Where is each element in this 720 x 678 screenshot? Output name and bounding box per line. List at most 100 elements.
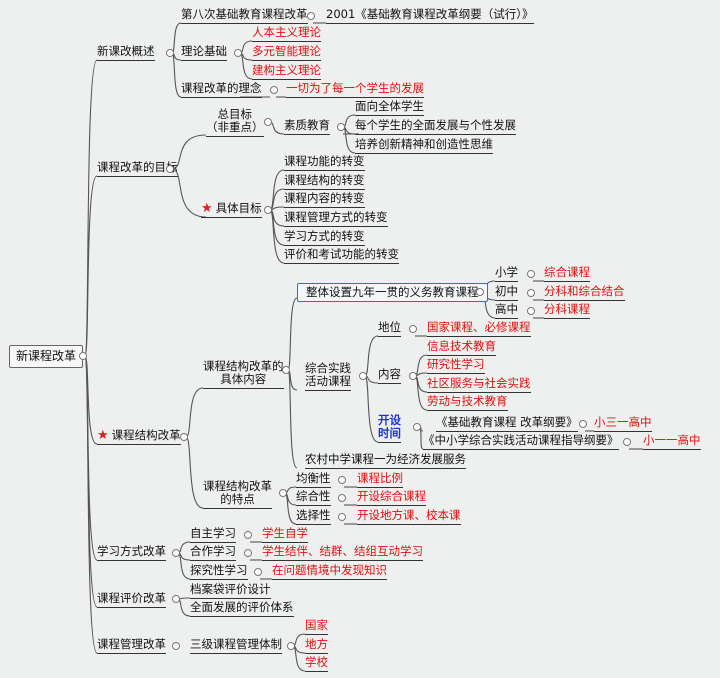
node-evaluation-system[interactable]: 全面发展的评价体系	[190, 601, 294, 617]
node-level-school[interactable]: 学校	[305, 656, 328, 672]
node-goals[interactable]: 课程改革的目标	[97, 161, 178, 177]
node-level-local[interactable]: 地方	[305, 638, 328, 654]
collapse-toggle[interactable]	[413, 423, 421, 431]
collapse-toggle[interactable]	[166, 49, 174, 57]
node-general-goal[interactable]: 总目标 （非重点）	[206, 108, 264, 139]
collapse-toggle[interactable]	[244, 549, 252, 557]
node-evaluation-reform[interactable]: 课程评价改革	[97, 592, 166, 608]
collapse-toggle[interactable]	[282, 366, 290, 374]
node-theory-basis[interactable]: 理论基础	[181, 45, 227, 61]
collapse-toggle[interactable]	[279, 489, 287, 497]
root-node[interactable]: 新课程改革	[9, 345, 84, 368]
node-theory-humanism[interactable]: 人本主义理论	[252, 26, 321, 42]
collapse-toggle[interactable]	[172, 595, 180, 603]
node-autonomous-value[interactable]: 学生自学	[262, 527, 308, 543]
node-stage-primary[interactable]: 小学	[495, 266, 518, 282]
node-idea-value[interactable]: 一切为了每一个学生的发展	[286, 82, 424, 98]
collapse-toggle[interactable]	[409, 325, 417, 333]
node-contents[interactable]: 内容	[378, 368, 401, 384]
collapse-toggle[interactable]	[527, 289, 535, 297]
node-stage-senior[interactable]: 高中	[495, 303, 518, 319]
node-all-students[interactable]: 面向全体学生	[355, 100, 424, 116]
node-autonomous[interactable]: 自主学习	[190, 527, 236, 543]
node-balance-value[interactable]: 课程比例	[357, 472, 403, 488]
node-nine-year[interactable]: 整体设置九年一贯的义务教育课程	[297, 283, 488, 302]
node-stage-junior-value[interactable]: 分科和综合结合	[544, 285, 625, 301]
node-content-labor[interactable]: 劳动与技术教育	[427, 395, 508, 411]
node-goal-function[interactable]: 课程功能的转变	[284, 155, 365, 171]
node-content-community[interactable]: 社区服务与社会实践	[427, 377, 531, 393]
collapse-toggle[interactable]	[579, 420, 587, 428]
collapse-toggle[interactable]	[244, 531, 252, 539]
collapse-toggle[interactable]	[264, 118, 272, 126]
node-selectivity[interactable]: 选择性	[296, 509, 331, 525]
collapse-toggle[interactable]	[527, 307, 535, 315]
node-position[interactable]: 地位	[378, 321, 401, 337]
collapse-toggle[interactable]	[527, 270, 535, 278]
node-open-range-1[interactable]: 小三一高中	[594, 416, 652, 432]
collapse-toggle[interactable]	[337, 123, 345, 131]
node-inquiry-value[interactable]: 在问题情境中发现知识	[272, 564, 387, 580]
collapse-toggle[interactable]	[623, 438, 631, 446]
node-management-reform[interactable]: 课程管理改革	[97, 638, 166, 654]
node-cooperative-value[interactable]: 学生结伴、结群、结组互动学习	[262, 545, 423, 561]
node-rural[interactable]: 农村中学课程一为经济发展服务	[305, 453, 466, 469]
collapse-toggle[interactable]	[338, 476, 346, 484]
node-level-national[interactable]: 国家	[305, 619, 328, 635]
node-open-doc-2[interactable]: 《中小学综合实践活动课程指导纲要》	[423, 434, 619, 450]
node-inquiry[interactable]: 探究性学习	[190, 564, 248, 580]
node-overview[interactable]: 新课改概述	[97, 45, 155, 61]
node-structure-reform[interactable]: ★课程结构改革	[97, 429, 181, 445]
node-reform-idea[interactable]: 课程改革的理念	[181, 82, 262, 98]
collapse-toggle[interactable]	[234, 49, 242, 57]
node-open-range-2[interactable]: 小一一高中	[643, 434, 701, 450]
node-open-time[interactable]: 开设 时间	[378, 414, 401, 445]
node-practice-course[interactable]: 综合实践 活动课程	[305, 362, 351, 393]
node-structure-content[interactable]: 课程结构改革的 具体内容	[203, 360, 284, 391]
collapse-toggle[interactable]	[338, 494, 346, 502]
node-goal-learning[interactable]: 学习方式的转变	[284, 230, 365, 246]
node-open-doc-1[interactable]: 《基础教育课程 改革纲要》	[436, 416, 578, 432]
node-innovation[interactable]: 培养创新精神和创造性思维	[355, 138, 493, 154]
node-quality-education[interactable]: 素质教育	[284, 119, 330, 135]
collapse-toggle[interactable]	[338, 513, 346, 521]
node-goal-management[interactable]: 课程管理方式的转变	[284, 211, 388, 227]
collapse-toggle[interactable]	[166, 165, 174, 173]
collapse-toggle[interactable]	[270, 86, 278, 94]
collapse-toggle[interactable]	[172, 642, 180, 650]
collapse-toggle[interactable]	[172, 549, 180, 557]
collapse-toggle[interactable]	[264, 206, 272, 214]
node-cooperative[interactable]: 合作学习	[190, 545, 236, 561]
node-content-research[interactable]: 研究性学习	[427, 358, 485, 374]
node-position-value[interactable]: 国家课程、必修课程	[427, 321, 531, 337]
node-learning-reform[interactable]: 学习方式改革	[97, 545, 166, 561]
node-theory-constructivism[interactable]: 建构主义理论	[252, 64, 321, 80]
node-outline-2001[interactable]: 2001《基础教育课程改革纲要（试行）》	[326, 8, 534, 24]
node-theory-multiple-intelligence[interactable]: 多元智能理论	[252, 45, 321, 61]
node-stage-primary-value[interactable]: 综合课程	[544, 266, 590, 282]
node-all-round-development[interactable]: 每个学生的全面发展与个性发展	[355, 119, 516, 135]
node-stage-senior-value[interactable]: 分科课程	[544, 303, 590, 319]
node-balance[interactable]: 均衡性	[296, 472, 331, 488]
node-goal-content[interactable]: 课程内容的转变	[284, 192, 365, 208]
node-goal-structure[interactable]: 课程结构的转变	[284, 174, 365, 190]
node-three-level[interactable]: 三级课程管理体制	[190, 638, 282, 654]
node-selectivity-value[interactable]: 开设地方课、校本课	[357, 509, 461, 525]
node-integration-value[interactable]: 开设综合课程	[357, 490, 426, 506]
collapse-toggle[interactable]	[254, 568, 262, 576]
node-content-it[interactable]: 信息技术教育	[427, 340, 496, 356]
node-specific-goals[interactable]: ★具体目标	[201, 202, 262, 218]
collapse-toggle[interactable]	[79, 352, 87, 360]
collapse-toggle[interactable]	[180, 433, 188, 441]
collapse-toggle[interactable]	[287, 642, 295, 650]
collapse-toggle[interactable]	[307, 12, 315, 20]
collapse-toggle[interactable]	[409, 372, 417, 380]
node-portfolio[interactable]: 档案袋评价设计	[190, 583, 271, 599]
node-eighth-reform[interactable]: 第八次基础教育课程改革	[181, 8, 308, 24]
node-goal-evaluation[interactable]: 评价和考试功能的转变	[284, 248, 399, 264]
collapse-toggle[interactable]	[359, 372, 367, 380]
collapse-toggle[interactable]	[476, 288, 484, 296]
node-stage-junior[interactable]: 初中	[495, 285, 518, 301]
node-structure-features[interactable]: 课程结构改革 的特点	[203, 480, 272, 511]
node-integration[interactable]: 综合性	[296, 490, 331, 506]
